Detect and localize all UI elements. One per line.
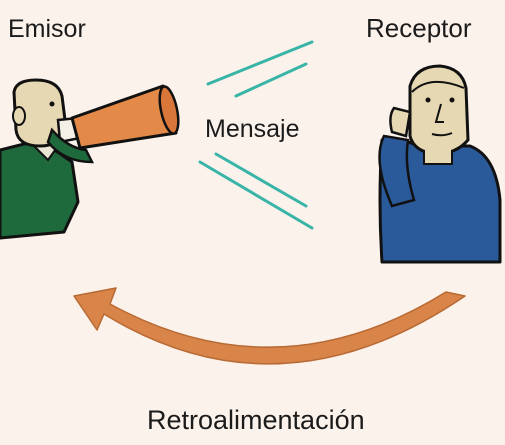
- feedback-label: Retroalimentación: [147, 405, 365, 435]
- signal-lines-icon: [198, 40, 314, 230]
- curved-return-arrow-icon: [73, 287, 466, 365]
- man-with-megaphone-icon: [0, 78, 180, 240]
- message-label: Mensaje: [205, 115, 300, 143]
- receiver-label: Receptor: [366, 13, 472, 43]
- sender-label: Emisor: [8, 15, 86, 43]
- man-cupping-ear-icon: [378, 64, 502, 264]
